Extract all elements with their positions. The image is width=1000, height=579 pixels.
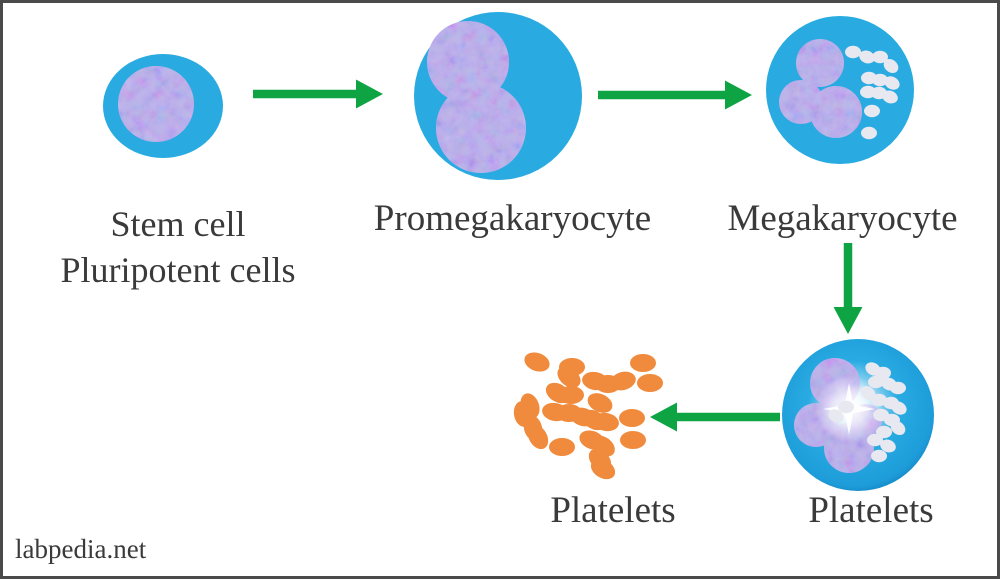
free-platelet-23 [549, 438, 575, 456]
platelets-cell-illustration-platelet-16 [838, 400, 854, 414]
megakaryocyte-label: Megakaryocyte [727, 198, 958, 239]
arrow-platelets-cell-to-free-platelets-head [650, 402, 677, 432]
arrow-platelets-cell-to-free-platelets [650, 402, 780, 432]
platelets-cell-illustration-platelet-2 [868, 375, 884, 389]
arrow-promegakaryocyte-to-megakaryocyte-head [725, 80, 752, 110]
megakaryocyte-illustration-platelet-11 [861, 126, 877, 140]
megakaryocyte-illustration-platelet-5 [872, 73, 888, 87]
megakaryocyte-illustration-platelet-0 [845, 45, 861, 59]
free-platelets-label: Platelets [550, 490, 676, 531]
megakaryocyte-illustration-platelet-9 [882, 90, 898, 104]
free-platelet-5 [610, 371, 636, 391]
stem-cell-label: Stem cell Pluripotent cells [3, 201, 353, 293]
platelets-cell-illustration-platelet-17 [828, 409, 844, 423]
megakaryocyte-illustration-platelet-10 [864, 104, 880, 118]
platelets-cell-illustration-platelet-1 [875, 366, 891, 380]
free-platelet-20 [527, 424, 549, 450]
promegakaryocyte-illustration-nucleus-texture-1 [436, 83, 526, 173]
platelets-cell-illustration-platelet-15 [871, 449, 887, 463]
arrow-megakaryocyte-to-platelets-cell-head [833, 307, 863, 334]
free-platelet-9 [558, 386, 584, 404]
platelets-cell-illustration-platelet-12 [876, 425, 892, 439]
platelets-cell-illustration-platelet-11 [890, 420, 906, 436]
platelets-cell-illustration [782, 339, 934, 491]
megakaryocyte-illustration-platelet-6 [884, 76, 900, 90]
free-platelet-0 [524, 352, 550, 372]
megakaryocyte-illustration-platelet-1 [859, 50, 875, 64]
arrow-stem-to-promegakaryocyte [253, 79, 383, 109]
platelets-cell-illustration-platelet-5 [860, 385, 876, 401]
arrow-stem-to-promegakaryocyte-head [356, 79, 383, 109]
megakaryocyte-illustration-platelet-3 [883, 58, 899, 74]
stem-cell-illustration-nucleus-texture-0 [118, 66, 194, 142]
free-platelet-6 [630, 354, 656, 372]
megakaryocyte-illustration-platelet-2 [872, 50, 888, 64]
platelets-cell-illustration-platelet-4 [890, 381, 906, 395]
platelets-cell-label: Platelets [808, 490, 934, 531]
stem-cell-label-line1: Stem cell [110, 204, 246, 244]
stem-cell-illustration [103, 54, 223, 158]
promegakaryocyte-illustration-nucleus-texture-0 [427, 21, 509, 103]
free-platelet-17 [593, 412, 619, 432]
free-platelet-26 [590, 458, 616, 480]
free-platelet-24 [620, 431, 646, 449]
platelets-cell-illustration-platelet-6 [871, 393, 887, 407]
arrow-megakaryocyte-to-platelets-cell [833, 243, 863, 334]
platelets-cell-illustration-platelet-14 [880, 439, 896, 453]
free-platelet-18 [619, 409, 645, 427]
megakaryocyte-illustration [766, 16, 914, 164]
arrow-promegakaryocyte-to-megakaryocyte [598, 80, 752, 110]
free-platelets-cluster [513, 352, 663, 480]
free-platelet-10 [587, 393, 613, 413]
megakaryocyte-illustration-nucleus-texture-2 [810, 86, 862, 138]
promegakaryocyte-illustration [414, 12, 582, 180]
free-platelet-2 [557, 366, 581, 388]
promegakaryocyte-label: Promegakaryocyte [373, 198, 652, 239]
platelets-cell-illustration-platelet-8 [891, 401, 907, 415]
stem-cell-label-line2: Pluripotent cells [60, 250, 296, 290]
platelets-cell-illustration-platelet-13 [867, 433, 883, 447]
megakaryocyte-illustration-nucleus-texture-0 [796, 39, 844, 87]
free-platelet-7 [637, 374, 663, 392]
watermark-text: labpedia.net [15, 534, 147, 564]
